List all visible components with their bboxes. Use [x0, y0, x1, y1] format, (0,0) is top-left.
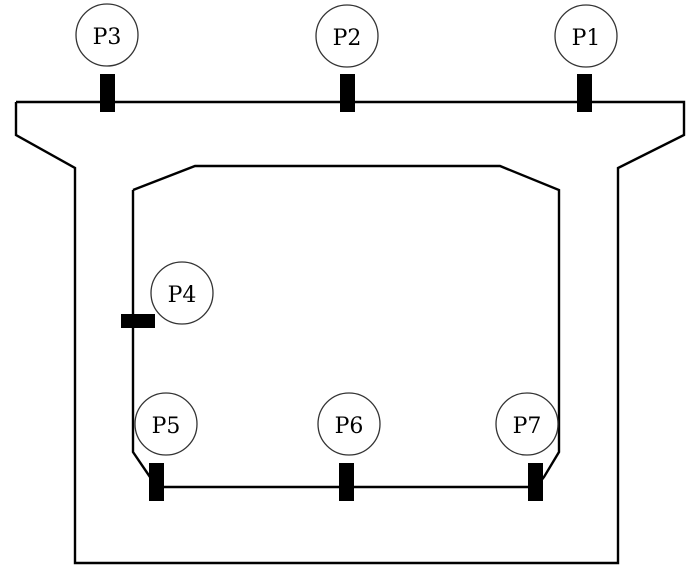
sensor-block-p6: [339, 463, 354, 501]
sensor-label-p1: P1: [572, 26, 601, 51]
sensor-marker-p3: P3: [75, 3, 139, 67]
sensor-block-p2: [340, 74, 355, 112]
sensor-block-p3: [100, 74, 115, 112]
girder-outer-outline: [14, 100, 686, 565]
sensor-label-p7: P7: [513, 414, 542, 439]
sensor-block-p1: [577, 74, 592, 112]
sensor-marker-p1: P1: [554, 4, 618, 68]
sensor-block-p5: [149, 463, 164, 501]
sensor-label-p5: P5: [152, 414, 181, 439]
sensor-label-p4: P4: [168, 283, 197, 308]
sensor-marker-p4: P4: [150, 261, 214, 325]
girder-inner-cell-outline: [131, 164, 561, 489]
sensor-label-p6: P6: [335, 414, 364, 439]
sensor-marker-p6: P6: [317, 392, 381, 456]
sensor-marker-p7: P7: [495, 392, 559, 456]
sensor-block-p4: [121, 314, 155, 328]
sensor-marker-p5: P5: [134, 392, 198, 456]
sensor-label-p3: P3: [93, 25, 122, 50]
sensor-label-p2: P2: [333, 26, 362, 51]
sensor-marker-p2: P2: [315, 4, 379, 68]
sensor-block-p7: [528, 463, 543, 501]
